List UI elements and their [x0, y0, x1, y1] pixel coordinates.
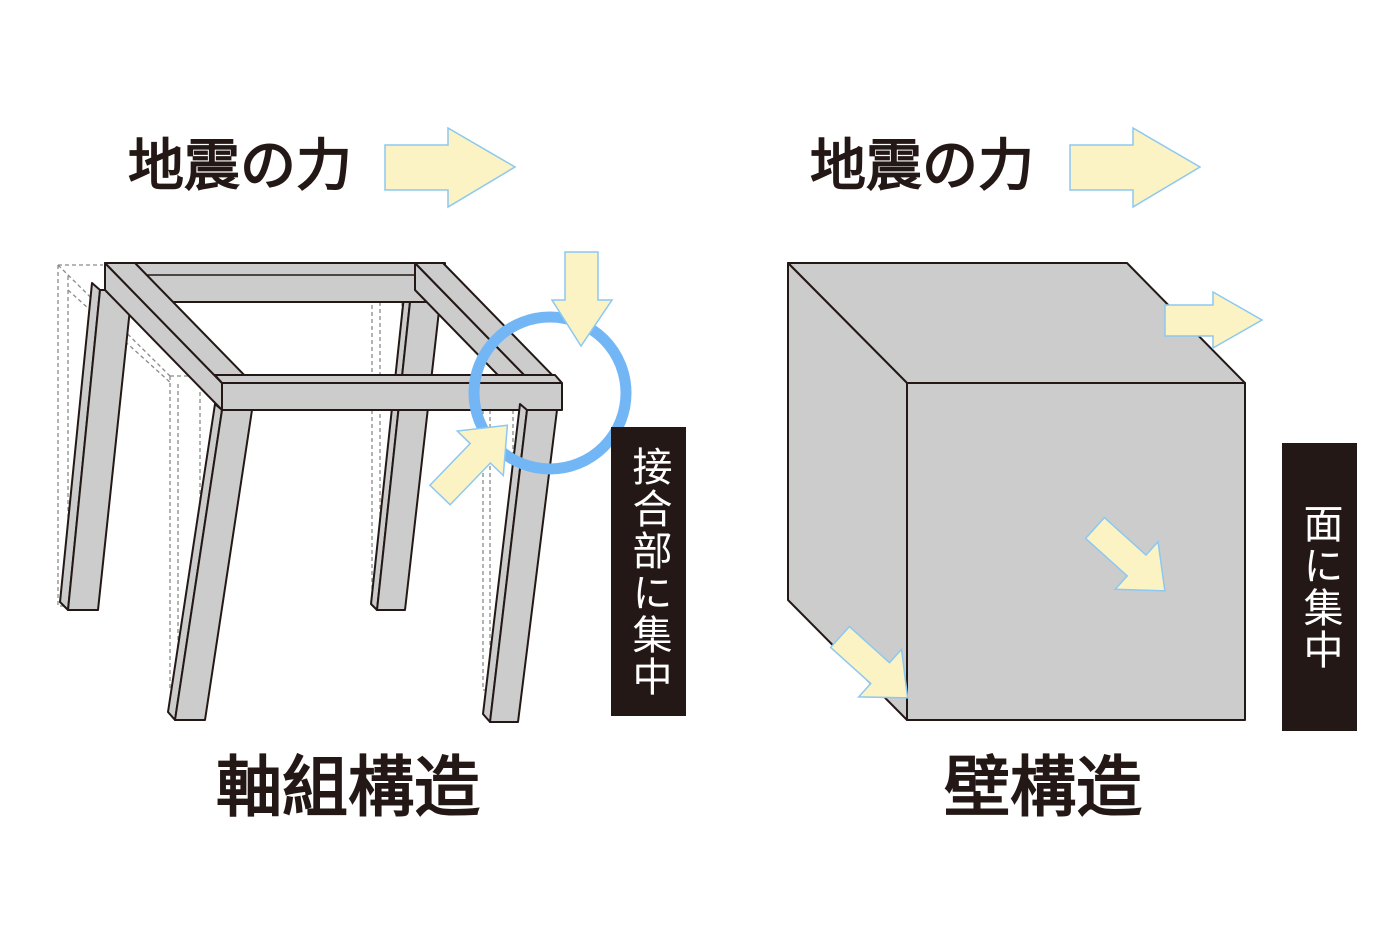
- joint-callout-text: 接合部に集中: [625, 445, 672, 698]
- face-callout-text: 面に集中: [1296, 503, 1343, 671]
- front-beam: [221, 382, 563, 411]
- wall-box: [787, 262, 1246, 721]
- right-structure-title: 壁構造: [944, 749, 1142, 826]
- wall-box-front: [906, 382, 1246, 721]
- right-force-arrow-icon: [1069, 126, 1202, 209]
- front-right-leg: [489, 409, 558, 723]
- wall-face-arrow-icon: [1084, 516, 1166, 592]
- joint-highlight-circle: [468, 311, 632, 475]
- joint-callout-box: 接合部に集中: [611, 427, 686, 716]
- right-force-label: 地震の力: [810, 134, 1034, 199]
- front-beam-top: [214, 374, 563, 384]
- wall-corner-arrow-icon: [829, 625, 909, 699]
- left-force-label: 地震の力: [128, 134, 352, 199]
- left-structure-title: 軸組構造: [216, 749, 480, 826]
- ghost-back-left-leg: [57, 264, 103, 612]
- wall-top-arrow-icon: [1164, 290, 1264, 350]
- face-callout-box: 面に集中: [1282, 443, 1357, 731]
- joint-diagonal-arrow-icon: [428, 424, 509, 506]
- frame-structure: [59, 262, 563, 723]
- left-force-arrow-icon: [384, 126, 517, 209]
- joint-down-arrow-icon: [550, 251, 614, 348]
- front-left-leg: [174, 409, 253, 721]
